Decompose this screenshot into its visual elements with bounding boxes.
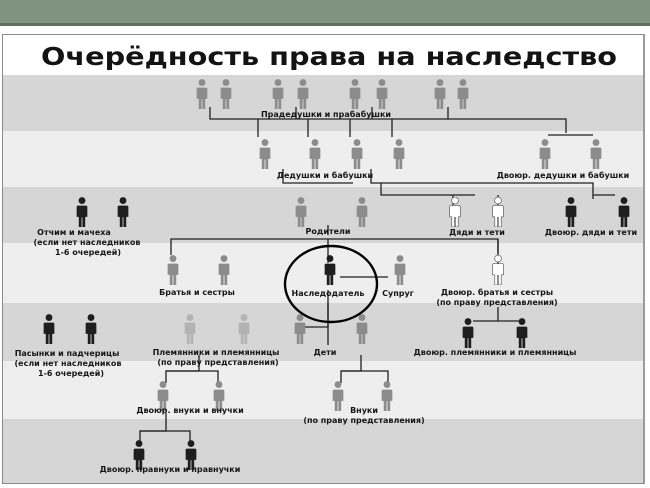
label-siblings: Братья и сестры bbox=[159, 288, 235, 297]
label-stepparents-3: 1-6 очередей) bbox=[55, 248, 121, 257]
label-cousin-great-grandchildren: Двоюр. правнуки и правнучки bbox=[100, 465, 241, 474]
label-cousin-grandparents: Двоюр. дедушки и бабушки bbox=[497, 170, 630, 180]
label-cousin-grandchildren: Двоюр. внуки и внучки bbox=[136, 406, 243, 415]
inheritance-diagram: Очерёдность права на наследство bbox=[3, 35, 643, 483]
label-uncles-aunts: Дяди и тети bbox=[449, 228, 505, 237]
label-grandparents: Дедушки и бабушки bbox=[277, 170, 373, 180]
label-children: Дети bbox=[314, 348, 337, 357]
labels: Прадедушки и прабабушки Дедушки и бабушк… bbox=[15, 109, 638, 474]
label-stepparents-2: (если нет наследников bbox=[34, 238, 141, 247]
slide-top-bar bbox=[0, 0, 650, 26]
label-great-grandparents: Прадедушки и прабабушки bbox=[261, 109, 391, 119]
label-grandchildren-2: (по праву представления) bbox=[303, 416, 424, 425]
label-stepchildren-3: 1-6 очередей) bbox=[38, 369, 104, 378]
label-cousin-nephews: Двоюр. племянники и племянницы bbox=[414, 348, 577, 357]
label-cousin-uncles-aunts: Двоюр. дяди и тети bbox=[545, 228, 637, 237]
label-heir: Наследодатель bbox=[292, 289, 365, 298]
label-parents: Родители bbox=[306, 227, 351, 236]
label-spouse: Супруг bbox=[382, 289, 414, 298]
label-stepparents-1: Отчим и мачеха bbox=[37, 228, 111, 237]
label-grandchildren-1: Внуки bbox=[350, 406, 378, 415]
label-nephews-1: Племянники и племянницы bbox=[153, 348, 280, 357]
image-frame: Очерёдность права на наследство bbox=[2, 34, 645, 484]
row-bands bbox=[3, 35, 643, 483]
label-stepchildren-2: (если нет наследников bbox=[15, 359, 122, 368]
label-nephews-2: (по праву представления) bbox=[157, 358, 278, 367]
label-cousin-siblings-1: Двоюр. братья и сестры bbox=[441, 287, 553, 297]
label-stepchildren-1: Пасынки и падчерицы bbox=[15, 349, 120, 358]
diagram-title: Очерёдность права на наследство bbox=[41, 42, 617, 71]
label-cousin-siblings-2: (по праву представления) bbox=[436, 298, 557, 307]
heir-highlight-circle bbox=[283, 244, 379, 324]
